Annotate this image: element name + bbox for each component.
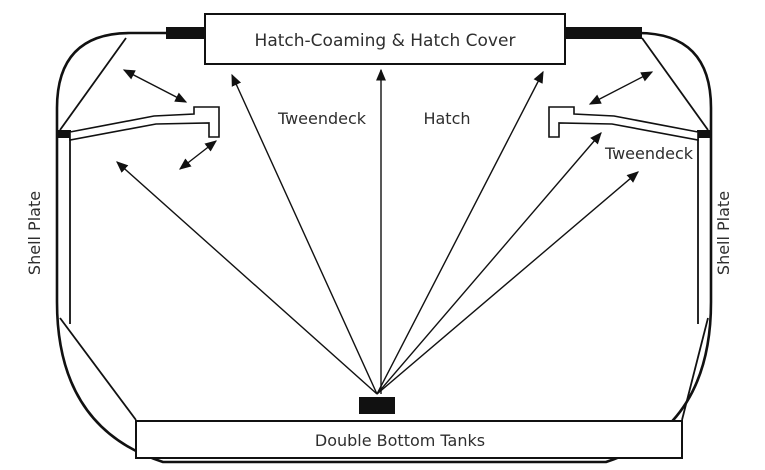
arrow-source-box [359, 397, 395, 414]
arrow-to-right-tweendeck-lower [376, 171, 639, 395]
left-shell-junction [58, 130, 71, 138]
right-shell-junction [697, 130, 710, 138]
double-arrow-left-tweendeck [179, 140, 217, 170]
tweendeck-right-label: Tweendeck [604, 144, 694, 163]
arrow-to-right-coaming [376, 70, 544, 395]
pointer-arrows [116, 68, 639, 395]
arrow-to-left-shell [116, 161, 378, 395]
shell-plate-right-label: Shell Plate [714, 191, 733, 275]
hatch-cover-box [204, 13, 566, 65]
right-hopper-diagonal [681, 317, 709, 421]
double-arrow-top-right [588, 71, 654, 105]
left-tweendeck-structure [69, 106, 220, 141]
left-hopper-diagonal [59, 317, 137, 421]
hatch-label: Hatch [423, 109, 470, 128]
shell-plate-left-label: Shell Plate [25, 191, 44, 275]
arrow-to-right-tweendeck-upper [376, 132, 602, 395]
tweendeck-left-label: Tweendeck [277, 109, 367, 128]
double-bottom-tanks-label: Double Bottom Tanks [315, 431, 485, 450]
double-arrows [122, 69, 654, 170]
top-right-chamfer-line [641, 37, 709, 131]
double-arrow-top-left [122, 69, 188, 103]
hull-outline [55, 31, 713, 464]
right-tweendeck-structure [548, 106, 699, 141]
double-bottom-tanks-box [135, 420, 683, 459]
right-deck-plate-bar [565, 27, 642, 39]
hatch-cover-label: Hatch-Coaming & Hatch Cover [255, 31, 516, 51]
top-left-chamfer-line [59, 37, 127, 131]
arrow-to-left-coaming [231, 73, 378, 395]
left-deck-plate-bar [166, 27, 205, 39]
